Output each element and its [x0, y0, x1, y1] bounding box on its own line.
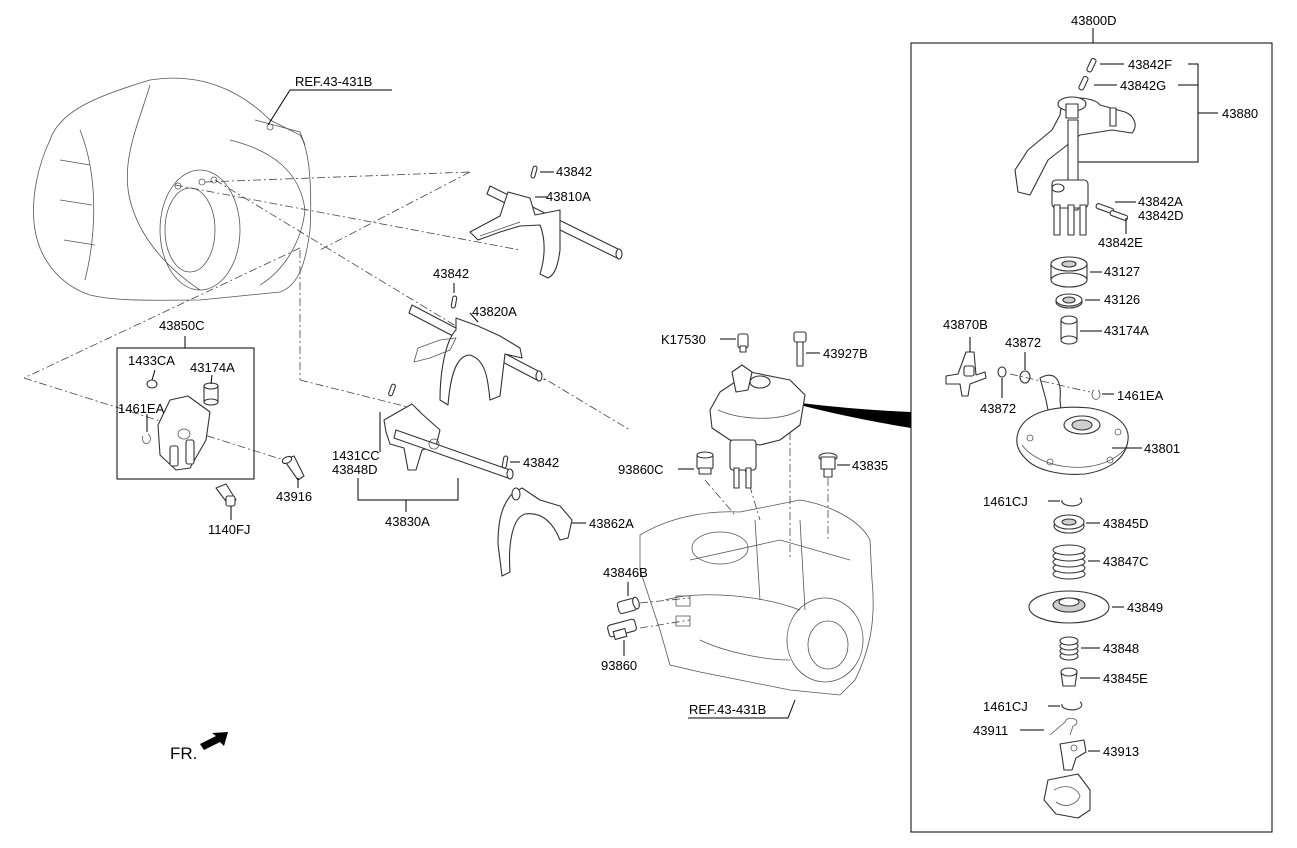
label-93860: 93860: [601, 658, 638, 673]
clip-1461CJ-b: [1061, 701, 1083, 711]
label-43842-1: 43842: [556, 164, 593, 179]
label-43870B: 43870B: [943, 317, 988, 332]
label-43845D: 43845D: [1103, 516, 1149, 531]
label-43872-bottom: 43872: [980, 401, 1017, 416]
label-1461CJ-top: 1461CJ: [983, 494, 1028, 509]
pin-43842E: [1109, 210, 1129, 221]
label-43842-3: 43842: [523, 455, 560, 470]
bolt-1140FJ: [215, 483, 237, 507]
label-43127: 43127: [1104, 264, 1141, 279]
label-43862A: 43862A: [589, 516, 634, 531]
label-43916: 43916: [276, 489, 313, 504]
label-1461EA-right: 1461EA: [1117, 388, 1164, 403]
label-43847C: 43847C: [1103, 554, 1149, 569]
label-43820A: 43820A: [472, 304, 517, 319]
label-ref-top: REF.43-431B: [295, 74, 373, 89]
label-1140FJ: 1140FJ: [208, 522, 251, 537]
label-43801: 43801: [1144, 441, 1181, 456]
pin-43842G: [1078, 75, 1089, 91]
ring-43872-b: [1019, 370, 1031, 384]
label-43842D: 43842D: [1138, 208, 1184, 223]
label-43835: 43835: [852, 458, 889, 473]
fork-43862A: [497, 487, 573, 577]
bracket-43870B: [945, 351, 987, 397]
lever-43913: [1059, 739, 1087, 771]
pin-43842F: [1086, 57, 1097, 73]
label-43174A-left: 43174A: [190, 360, 235, 375]
label-43911: 43911: [973, 723, 1009, 738]
label-1461CJ-bottom: 1461CJ: [983, 699, 1028, 714]
label-43849: 43849: [1127, 600, 1164, 615]
label-43800D: 43800D: [1071, 13, 1117, 28]
label-43848D: 43848D: [332, 462, 378, 477]
pin-43842-low: [501, 455, 509, 469]
front-arrow-icon: [200, 732, 228, 750]
label-93860C: 93860C: [618, 462, 664, 477]
selector-43850C: [157, 395, 211, 471]
spring-43847C: [1052, 544, 1086, 580]
label-ref-bottom: REF.43-431B: [689, 702, 767, 717]
sensor-93860: [607, 618, 637, 640]
bushing-43174A-left: [203, 382, 219, 406]
label-43842F: 43842F: [1128, 57, 1173, 72]
spring-43848: [1059, 636, 1079, 661]
breather-K17530: [737, 333, 749, 353]
fork-rail-43810A: [469, 185, 623, 279]
label-1433CA: 1433CA: [128, 353, 175, 368]
label-43126: 43126: [1104, 292, 1141, 307]
assembly-43850C-frame: [116, 347, 255, 480]
label-43913: 43913: [1103, 744, 1140, 759]
bushing-43174A-right: [1060, 315, 1078, 345]
shift-lever-43880: [1014, 96, 1136, 236]
transmission-case-bottom: [639, 499, 874, 696]
clip-1461CJ-a: [1061, 497, 1083, 507]
pin-43842-top: [530, 165, 538, 179]
label-43842G: 43842G: [1120, 78, 1167, 93]
clip-1461EA-left: [142, 433, 151, 444]
retainer-43845D: [1053, 514, 1085, 534]
sensor-93860C: [696, 451, 714, 475]
bolt-43927B: [793, 331, 807, 367]
bushing-43127: [1050, 256, 1088, 288]
label-43872-top: 43872: [1005, 335, 1042, 350]
sensor-43846B: [616, 596, 640, 615]
shift-bracket-bottom: [1043, 773, 1091, 819]
plate-43849: [1028, 590, 1110, 624]
label-43848: 43848: [1103, 641, 1140, 656]
label-43850C: 43850C: [159, 318, 205, 333]
label-1431CC: 1431CC: [332, 448, 380, 463]
shift-module-center: [709, 364, 806, 489]
fork-rail-43820A: [408, 304, 543, 406]
clip-1461EA-right: [1091, 389, 1101, 400]
seal-43126: [1055, 293, 1083, 309]
label-43845E: 43845E: [1103, 671, 1148, 686]
assembly-43800D-frame: [910, 42, 1273, 833]
front-direction-label: FR.: [170, 744, 198, 763]
label-43880: 43880: [1222, 106, 1259, 121]
pin-43842-mid: [450, 295, 458, 309]
label-43810A: 43810A: [546, 189, 591, 204]
shift-rail-43830A: [383, 383, 514, 480]
bushing-1433CA: [146, 379, 158, 389]
label-43842A: 43842A: [1138, 194, 1183, 209]
plug-43835: [818, 452, 838, 478]
label-43927B: 43927B: [823, 346, 868, 361]
label-43174A-right: 43174A: [1104, 323, 1149, 338]
transmission-case-top: [33, 77, 312, 301]
bolt-43916: [281, 455, 305, 481]
spring-43911: [1049, 717, 1078, 736]
label-43842E: 43842E: [1098, 235, 1143, 250]
cap-43845E: [1060, 667, 1078, 687]
label-1461EA-left: 1461EA: [118, 401, 165, 416]
label-43830A: 43830A: [385, 514, 430, 529]
label-43842-2: 43842: [433, 266, 470, 281]
cover-43801: [1016, 374, 1129, 475]
ring-43872-a: [997, 366, 1007, 378]
label-43846B: 43846B: [603, 565, 648, 580]
callout-wedge: [800, 403, 911, 428]
label-K17530: K17530: [661, 332, 706, 347]
